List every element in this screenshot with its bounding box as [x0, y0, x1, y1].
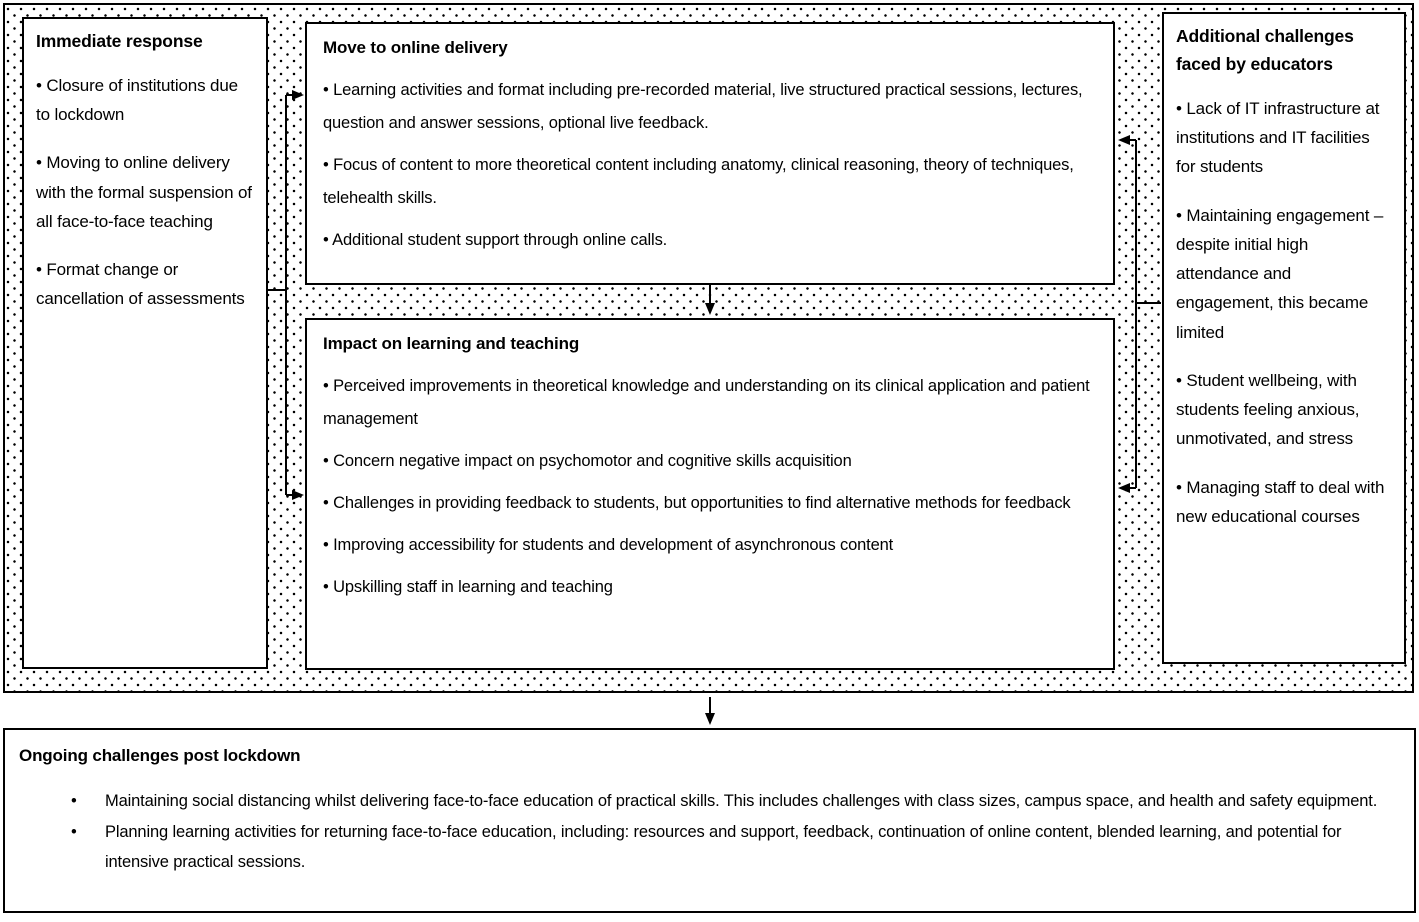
bullet-item: Learning activities and format including…: [323, 74, 1097, 140]
lockdown-phase-region: Immediate response Closure of institutio…: [3, 3, 1414, 693]
bullet-item: Moving to online delivery with the forma…: [36, 148, 254, 236]
bullet-item: Closure of institutions due to lockdown: [36, 71, 254, 129]
additional-challenges-box: Additional challenges faced by educators…: [1162, 12, 1406, 664]
immediate-response-box: Immediate response Closure of institutio…: [22, 17, 268, 669]
move-to-online-delivery-box: Move to online delivery Learning activit…: [305, 22, 1115, 285]
bullet-item: Challenges in providing feedback to stud…: [323, 487, 1097, 520]
bullet-item: Maintaining engagement – despite initial…: [1176, 201, 1392, 347]
bullet-item: Perceived improvements in theoretical kn…: [323, 370, 1097, 436]
impact-on-learning-box: Impact on learning and teaching Perceive…: [305, 318, 1115, 670]
list-item: Planning learning activities for returni…: [19, 818, 1400, 877]
bullet-item: Managing staff to deal with new educatio…: [1176, 473, 1392, 531]
bullet-item: Format change or cancellation of assessm…: [36, 255, 254, 313]
bullet-item: Additional student support through onlin…: [323, 224, 1097, 257]
bullet-item: Improving accessibility for students and…: [323, 529, 1097, 562]
bullet-item: Concern negative impact on psychomotor a…: [323, 445, 1097, 478]
box-title: Immediate response: [36, 31, 203, 51]
list-item: Maintaining social distancing whilst del…: [19, 787, 1400, 817]
box-title: Ongoing challenges post lockdown: [19, 746, 301, 765]
box-title: Impact on learning and teaching: [323, 334, 580, 353]
box-title: Move to online delivery: [323, 38, 508, 57]
ongoing-challenges-list: Maintaining social distancing whilst del…: [19, 787, 1400, 878]
bullet-item: Upskilling staff in learning and teachin…: [323, 571, 1097, 604]
bullet-item: Lack of IT infrastructure at institution…: [1176, 94, 1392, 182]
ongoing-challenges-box: Ongoing challenges post lockdown Maintai…: [3, 728, 1416, 913]
box-title: Additional challenges faced by educators: [1176, 26, 1354, 74]
bullet-item: Focus of content to more theoretical con…: [323, 149, 1097, 215]
bullet-item: Student wellbeing, with students feeling…: [1176, 366, 1392, 454]
